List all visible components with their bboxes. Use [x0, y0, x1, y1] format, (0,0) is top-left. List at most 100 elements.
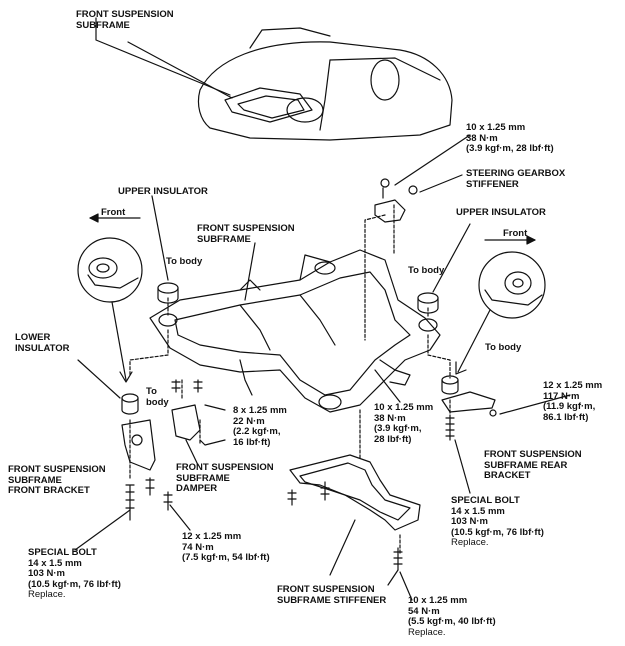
label-to-body-bracket: To body — [146, 386, 169, 408]
label-line: Front — [101, 207, 126, 218]
spec-line: 22 N·m — [233, 415, 265, 427]
spec-line: (10.5 kgf·m, 76 lbf·ft) — [451, 526, 544, 538]
stiffener-part — [287, 454, 421, 601]
label-line: STEERING GEARBOX — [466, 168, 566, 179]
spec-line: SPECIAL BOLT — [451, 495, 520, 506]
label-front-bracket: FRONT SUSPENSION SUBFRAME FRONT BRACKET — [8, 464, 106, 497]
leader-subframe-mid — [244, 242, 256, 301]
steering-gearbox-stiffener-part — [374, 134, 471, 223]
label-line: FRONT SUSPENSION — [484, 449, 582, 460]
label-line: DAMPER — [176, 483, 218, 494]
label-line: To — [146, 386, 157, 397]
label-to-body-left: To body — [166, 256, 202, 268]
spec-special-bolt-left: SPECIAL BOLT 14 x 1.5 mm 103 N·m (10.5 k… — [28, 547, 121, 601]
label-line: INSULATOR — [15, 342, 70, 354]
label-line: SUBFRAME — [197, 233, 251, 245]
spec-line: 38 N·m — [374, 412, 406, 424]
spec-stiffener-bolt: 10 x 1.25 mm 54 N·m (5.5 kgf·m, 40 lbf·f… — [408, 595, 496, 638]
leader-special-bolt-left — [74, 509, 131, 551]
spec-front-bracket-bolt: 12 x 1.25 mm 74 N·m (7.5 kgf·m, 54 lbf·f… — [182, 531, 270, 564]
front-bracket-part — [77, 359, 173, 521]
spec-note: Replace. — [28, 589, 66, 600]
upper-insulator-left-part — [151, 195, 179, 304]
spec-center-bolt: 10 x 1.25 mm 38 N·m (3.9 kgf·m, 28 lbf·f… — [374, 402, 434, 445]
spec-line: (2.2 kgf·m, — [233, 426, 281, 437]
front-arrow-right-head — [526, 235, 536, 245]
spec-line: 16 lbf·ft) — [233, 436, 271, 448]
damper-part — [171, 379, 226, 446]
right-insulator-detail — [455, 251, 546, 375]
label-line: SUBFRAME REAR — [484, 459, 568, 471]
spec-line: 10 x 1.25 mm — [408, 595, 468, 606]
leader-front-bracket-bolt — [169, 504, 191, 531]
label-line: Front — [503, 228, 528, 239]
spec-note: Replace. — [451, 537, 489, 548]
label-line: UPPER INSULATOR — [118, 186, 208, 197]
spec-damper-bolt: 8 x 1.25 mm 22 N·m (2.2 kgf·m, 16 lbf·ft… — [233, 405, 287, 448]
label-upper-insulator-right: UPPER INSULATOR — [456, 207, 546, 219]
label-line: To body — [408, 265, 445, 276]
leader-center-bolt — [374, 369, 401, 403]
label-front-left: Front — [101, 207, 126, 219]
spec-line: 86.1 lbf·ft) — [543, 411, 589, 423]
label-line: FRONT SUSPENSION — [8, 464, 106, 475]
label-line: FRONT SUSPENSION — [76, 9, 174, 20]
label-front-right: Front — [503, 228, 528, 240]
main-subframe — [149, 249, 441, 413]
label-front-suspension-subframe-top: FRONT SUSPENSION SUBFRAME — [76, 9, 174, 31]
spec-line: 14 x 1.5 mm — [451, 505, 505, 517]
leader-subframe-top — [127, 41, 233, 99]
left-insulator-detail — [77, 237, 143, 383]
spec-line: 103 N·m — [451, 516, 488, 527]
label-line: SUBFRAME STIFFENER — [277, 594, 387, 606]
spec-line: 54 N·m — [408, 605, 440, 617]
spec-line: (7.5 kgf·m, 54 lbf·ft) — [182, 552, 270, 563]
leader-damper — [185, 439, 199, 466]
label-line: SUBFRAME — [176, 472, 230, 484]
label-line: LOWER — [15, 332, 51, 343]
car-outline — [95, 17, 453, 141]
spec-line: 8 x 1.25 mm — [233, 405, 287, 416]
label-stiffener: FRONT SUSPENSION SUBFRAME STIFFENER — [277, 584, 387, 606]
spec-special-bolt-right: SPECIAL BOLT 14 x 1.5 mm 103 N·m (10.5 k… — [451, 495, 544, 549]
spec-note: Replace. — [408, 626, 446, 638]
spec-line: (10.5 kgf·m, 76 lbf·ft) — [28, 578, 121, 590]
spec-line: 12 x 1.25 mm — [543, 380, 603, 391]
label-line: SUBFRAME — [76, 19, 130, 31]
label-line: UPPER INSULATOR — [456, 207, 546, 218]
spec-gearbox-bolt: 10 x 1.25 mm 38 N·m (3.9 kgf·m, 28 lbf·f… — [466, 122, 554, 155]
label-damper: FRONT SUSPENSION SUBFRAME DAMPER — [176, 462, 274, 495]
spec-line: (3.9 kgf·m, 28 lbf·ft) — [466, 143, 554, 154]
leader-damper-bolt — [204, 404, 226, 411]
spec-line: 38 N·m — [466, 132, 498, 144]
label-to-body-right-lower: To body — [485, 342, 522, 354]
label-line: To body — [485, 342, 522, 353]
spec-line: 117 N·m — [543, 390, 580, 402]
label-line: SUBFRAME — [8, 474, 62, 486]
label-line: FRONT BRACKET — [8, 485, 90, 496]
spec-line: SPECIAL BOLT — [28, 547, 97, 558]
label-upper-insulator-left: UPPER INSULATOR — [118, 186, 208, 198]
label-rear-bracket: FRONT SUSPENSION SUBFRAME REAR BRACKET — [484, 449, 582, 482]
label-line: BRACKET — [484, 470, 531, 481]
rear-bracket-part — [441, 375, 571, 441]
spec-line: (3.9 kgf·m, — [374, 423, 422, 434]
spec-line: 10 x 1.25 mm — [374, 402, 434, 413]
spec-line: (5.5 kgf·m, 40 lbf·ft) — [408, 616, 496, 627]
spec-line: 14 x 1.5 mm — [28, 557, 82, 569]
spec-line: 28 lbf·ft) — [374, 433, 412, 445]
spec-line: (11.9 kgf·m, — [543, 401, 596, 412]
label-line: FRONT SUSPENSION — [277, 584, 375, 595]
label-to-body-right-upper: To body — [408, 265, 445, 277]
label-steering-gearbox-stiffener: STEERING GEARBOX STIFFENER — [466, 168, 566, 190]
spec-rear-bracket-bolt: 12 x 1.25 mm 117 N·m (11.9 kgf·m, 86.1 l… — [543, 380, 603, 423]
label-lower-insulator: LOWER INSULATOR — [15, 332, 70, 354]
label-front-suspension-subframe-mid: FRONT SUSPENSION SUBFRAME — [197, 223, 295, 245]
front-arrow-left-head — [89, 213, 99, 223]
leader-special-bolt-right — [454, 439, 471, 494]
spec-line: 12 x 1.25 mm — [182, 531, 242, 542]
label-line: body — [146, 396, 169, 408]
spec-line: 10 x 1.25 mm — [466, 122, 526, 133]
